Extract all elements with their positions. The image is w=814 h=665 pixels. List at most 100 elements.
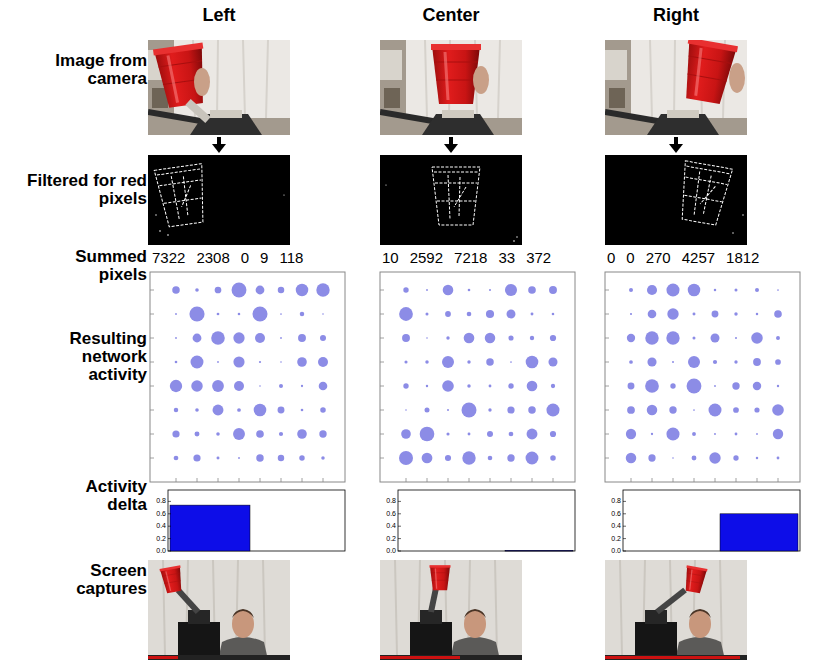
axis-tick [673, 478, 674, 482]
neuron-dot [510, 361, 512, 363]
axis-tick [380, 338, 384, 339]
neuron-dot [709, 404, 722, 417]
neuron-dot [672, 361, 674, 363]
neuron-dot [692, 456, 697, 461]
neuron-dot [175, 337, 177, 339]
axis-tick [605, 458, 609, 459]
column-header: Left [149, 4, 289, 26]
neuron-dot [528, 286, 536, 294]
neuron-dot [645, 331, 658, 344]
neuron-dot [425, 408, 430, 413]
number-row: 102592721833372 [382, 249, 575, 267]
neuron-dot [405, 409, 407, 411]
number-row: 0027042571812 [607, 249, 800, 267]
neuron-dot [426, 337, 428, 339]
chart-frame [623, 490, 800, 551]
neuron-dot [252, 306, 267, 321]
activity-panel [380, 272, 575, 482]
neuron-dot [468, 289, 471, 292]
neuron-dot [467, 384, 470, 387]
delta-bar [720, 514, 798, 551]
neuron-dot [711, 334, 720, 343]
axis-tick [398, 513, 401, 514]
neuron-dot [714, 289, 716, 291]
neuron-dot [425, 312, 428, 315]
chart-frame [168, 490, 345, 551]
neuron-dot [666, 331, 679, 344]
neuron-dot [507, 454, 514, 461]
neuron-dot [485, 333, 495, 343]
neuron-dot [175, 361, 178, 364]
axis-tick [150, 434, 154, 435]
neuron-dot [195, 408, 199, 412]
neuron-dot [627, 406, 635, 414]
neuron-dot [626, 453, 636, 463]
neuron-dot [234, 381, 244, 391]
neuron-dot [172, 430, 179, 437]
tick-label: 0.6 [150, 509, 166, 519]
neuron-dot [278, 287, 285, 294]
axis-tick [380, 386, 384, 387]
axis-tick [605, 290, 609, 291]
number-row: 7322230809118 [152, 249, 345, 267]
neuron-dot [321, 456, 325, 460]
column-header: Center [381, 4, 521, 26]
neuron-dot [507, 406, 514, 413]
axis-tick [150, 458, 154, 459]
neuron-dot [712, 311, 719, 318]
neuron-dot [688, 356, 700, 368]
neuron-dot [551, 384, 555, 388]
neuron-dot [278, 455, 284, 461]
neuron-dot [238, 457, 240, 459]
axis-tick [605, 410, 609, 411]
neuron-dot [527, 429, 538, 440]
neuron-dot [279, 432, 283, 436]
neuron-dot [298, 334, 306, 342]
axis-tick [406, 478, 407, 482]
neuron-dot [238, 313, 241, 316]
neuron-dot [420, 427, 435, 442]
pixel-count: 1812 [726, 249, 759, 267]
neuron-dot [756, 433, 758, 435]
neuron-dot [189, 306, 204, 321]
neuron-dot [753, 358, 761, 366]
axis-tick [380, 362, 384, 363]
neuron-dot [733, 455, 738, 460]
pixel-count: 372 [526, 249, 551, 267]
neuron-dot [546, 403, 559, 416]
row-label: Resulting network activity [52, 330, 147, 384]
axis-tick [323, 478, 324, 482]
axis-tick [652, 478, 653, 482]
neuron-dot [442, 380, 454, 392]
neuron-dot [756, 457, 759, 460]
neuron-dot [508, 383, 513, 388]
neuron-dot [647, 285, 657, 295]
axis-tick [197, 478, 198, 482]
neuron-dot [259, 385, 261, 387]
axis-tick [380, 314, 384, 315]
neuron-dot [714, 433, 716, 435]
neuron-dot [693, 313, 696, 316]
neuron-dot [508, 335, 513, 340]
activity-panel [150, 272, 345, 482]
tick-label: 0.8 [150, 496, 166, 506]
neuron-dot [648, 310, 657, 319]
neuron-dot [319, 382, 328, 391]
axis-tick [380, 410, 384, 411]
row-label: Activity delta [67, 478, 147, 514]
axis-tick [448, 478, 449, 482]
neuron-dot [755, 288, 759, 292]
neuron-dot [320, 335, 326, 341]
neuron-dot [732, 382, 739, 389]
neuron-dot [548, 357, 557, 366]
axis-tick [168, 501, 171, 502]
axis-tick [150, 362, 154, 363]
axis-tick [168, 551, 171, 552]
neuron-dot [296, 284, 308, 296]
neuron-dot [692, 432, 696, 436]
neuron-dot [754, 407, 759, 412]
neuron-dot [467, 360, 470, 363]
axis-tick [239, 478, 240, 482]
tick-label: 0.8 [380, 496, 396, 506]
activity-panel [605, 272, 800, 482]
